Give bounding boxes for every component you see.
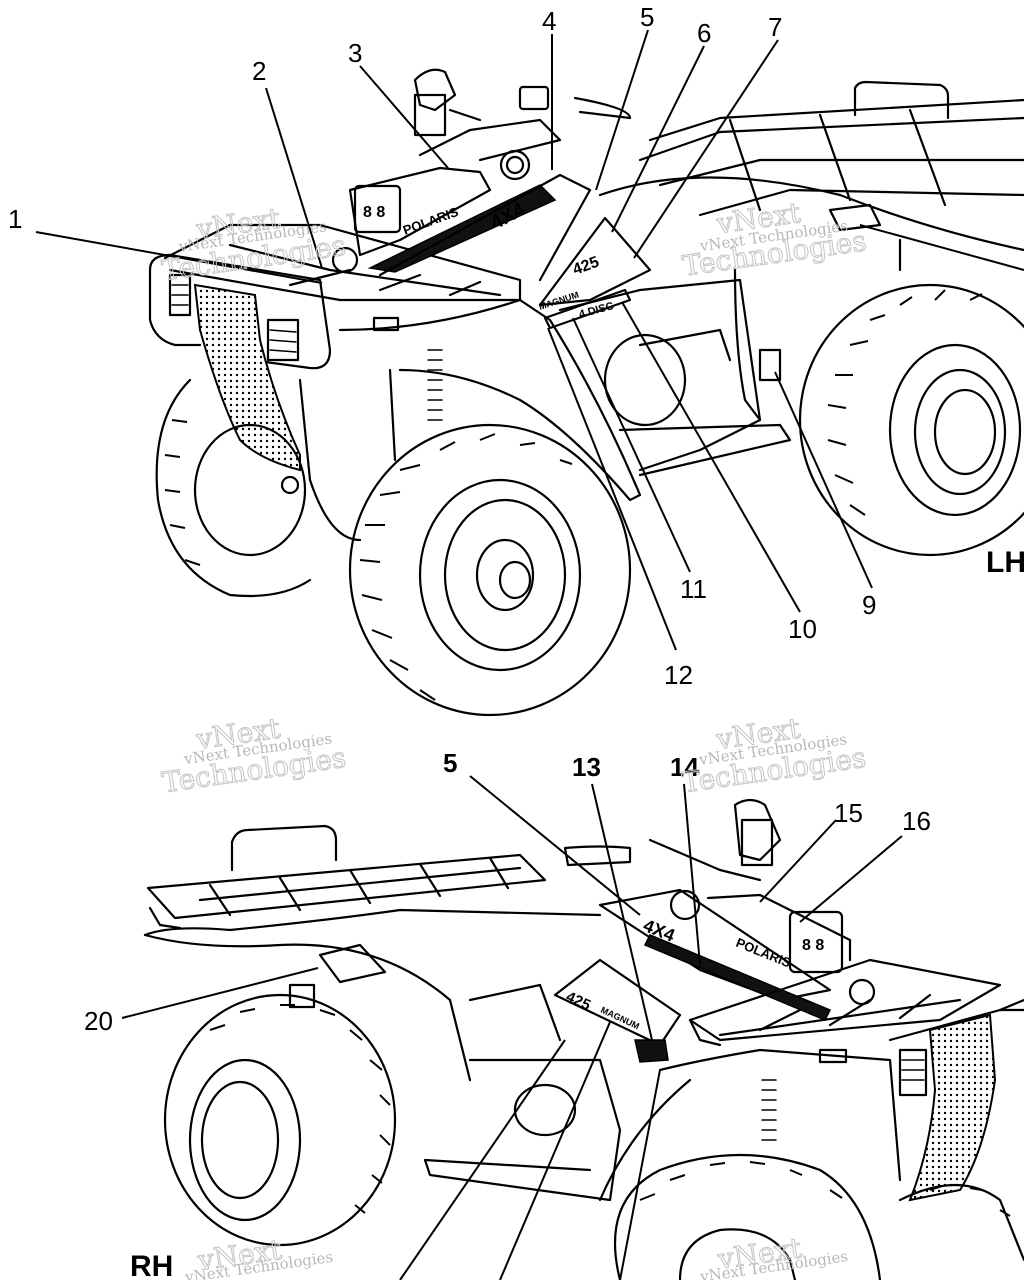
callout-1: 1: [8, 204, 22, 234]
rh-brand-decal: POLARIS: [734, 935, 793, 971]
lh-front-bumper: [148, 253, 332, 472]
callout-12: 12: [664, 660, 693, 690]
callout-5-rh: 5: [443, 748, 457, 778]
lh-rear-fender: [598, 176, 1024, 252]
rh-body-side: [423, 1058, 622, 1202]
callout-5: 5: [640, 2, 654, 32]
lh-425-panel: 425 MAGNUM 4 DISC: [538, 216, 652, 330]
rh-front-fender: [658, 1048, 902, 1182]
lh-rear-rack: [638, 80, 1024, 217]
lh-gauge-text: 8 8: [363, 204, 385, 221]
callout-9: 9: [862, 590, 876, 620]
callout-15: 15: [834, 798, 863, 828]
callout-3: 3: [348, 38, 362, 68]
rh-425-panel: 425 MAGNUM: [553, 958, 682, 1063]
watermarks: vNext Technologies vNext Technologies vN…: [159, 195, 869, 1280]
rh-gauge-text: 8 8: [802, 937, 824, 954]
rh-front-bumper: [888, 998, 1024, 1202]
callout-4: 4: [542, 6, 556, 36]
callout-6: 6: [697, 18, 711, 48]
rh-rear-fender: [143, 933, 472, 1082]
lh-front-wheel: [348, 423, 632, 717]
callout-7: 7: [768, 12, 782, 42]
callout-16: 16: [902, 806, 931, 836]
rh-leaders: [121, 775, 903, 1280]
rh-front-rack: [688, 958, 1002, 1064]
lh-rear-wheel: [758, 283, 1024, 557]
callout-13: 13: [572, 752, 601, 782]
callout-14: 14: [670, 752, 699, 782]
lh-front-fender: [338, 298, 642, 502]
rh-view-label: RH: [130, 1250, 173, 1280]
rh-front-wheel: [613, 1153, 1024, 1280]
lh-leaders: [35, 29, 1024, 651]
lh-view: 8 8 POLARIS 4X4 425 MAGNUM 4 DISC: [8, 2, 1024, 717]
rh-rear-rack: [146, 824, 547, 930]
lh-view-label: LH: [986, 546, 1024, 579]
callout-2: 2: [252, 56, 266, 86]
callout-11: 11: [680, 574, 707, 604]
rh-view: 8 8 POLARIS 4X4 425 MAGNUM: [84, 748, 1024, 1280]
rh-rear-wheel: [163, 993, 397, 1247]
callout-20: 20: [84, 1006, 113, 1036]
rh-4x4-decal: 4X4: [641, 915, 678, 946]
lh-far-front-wheel: [155, 378, 312, 598]
rh-tank-area: 8 8 POLARIS 4X4: [563, 798, 876, 1021]
lh-tank-area: 8 8 POLARIS 4X4: [331, 68, 632, 282]
callout-10: 10: [788, 614, 817, 644]
lh-front-rack: [163, 223, 522, 332]
